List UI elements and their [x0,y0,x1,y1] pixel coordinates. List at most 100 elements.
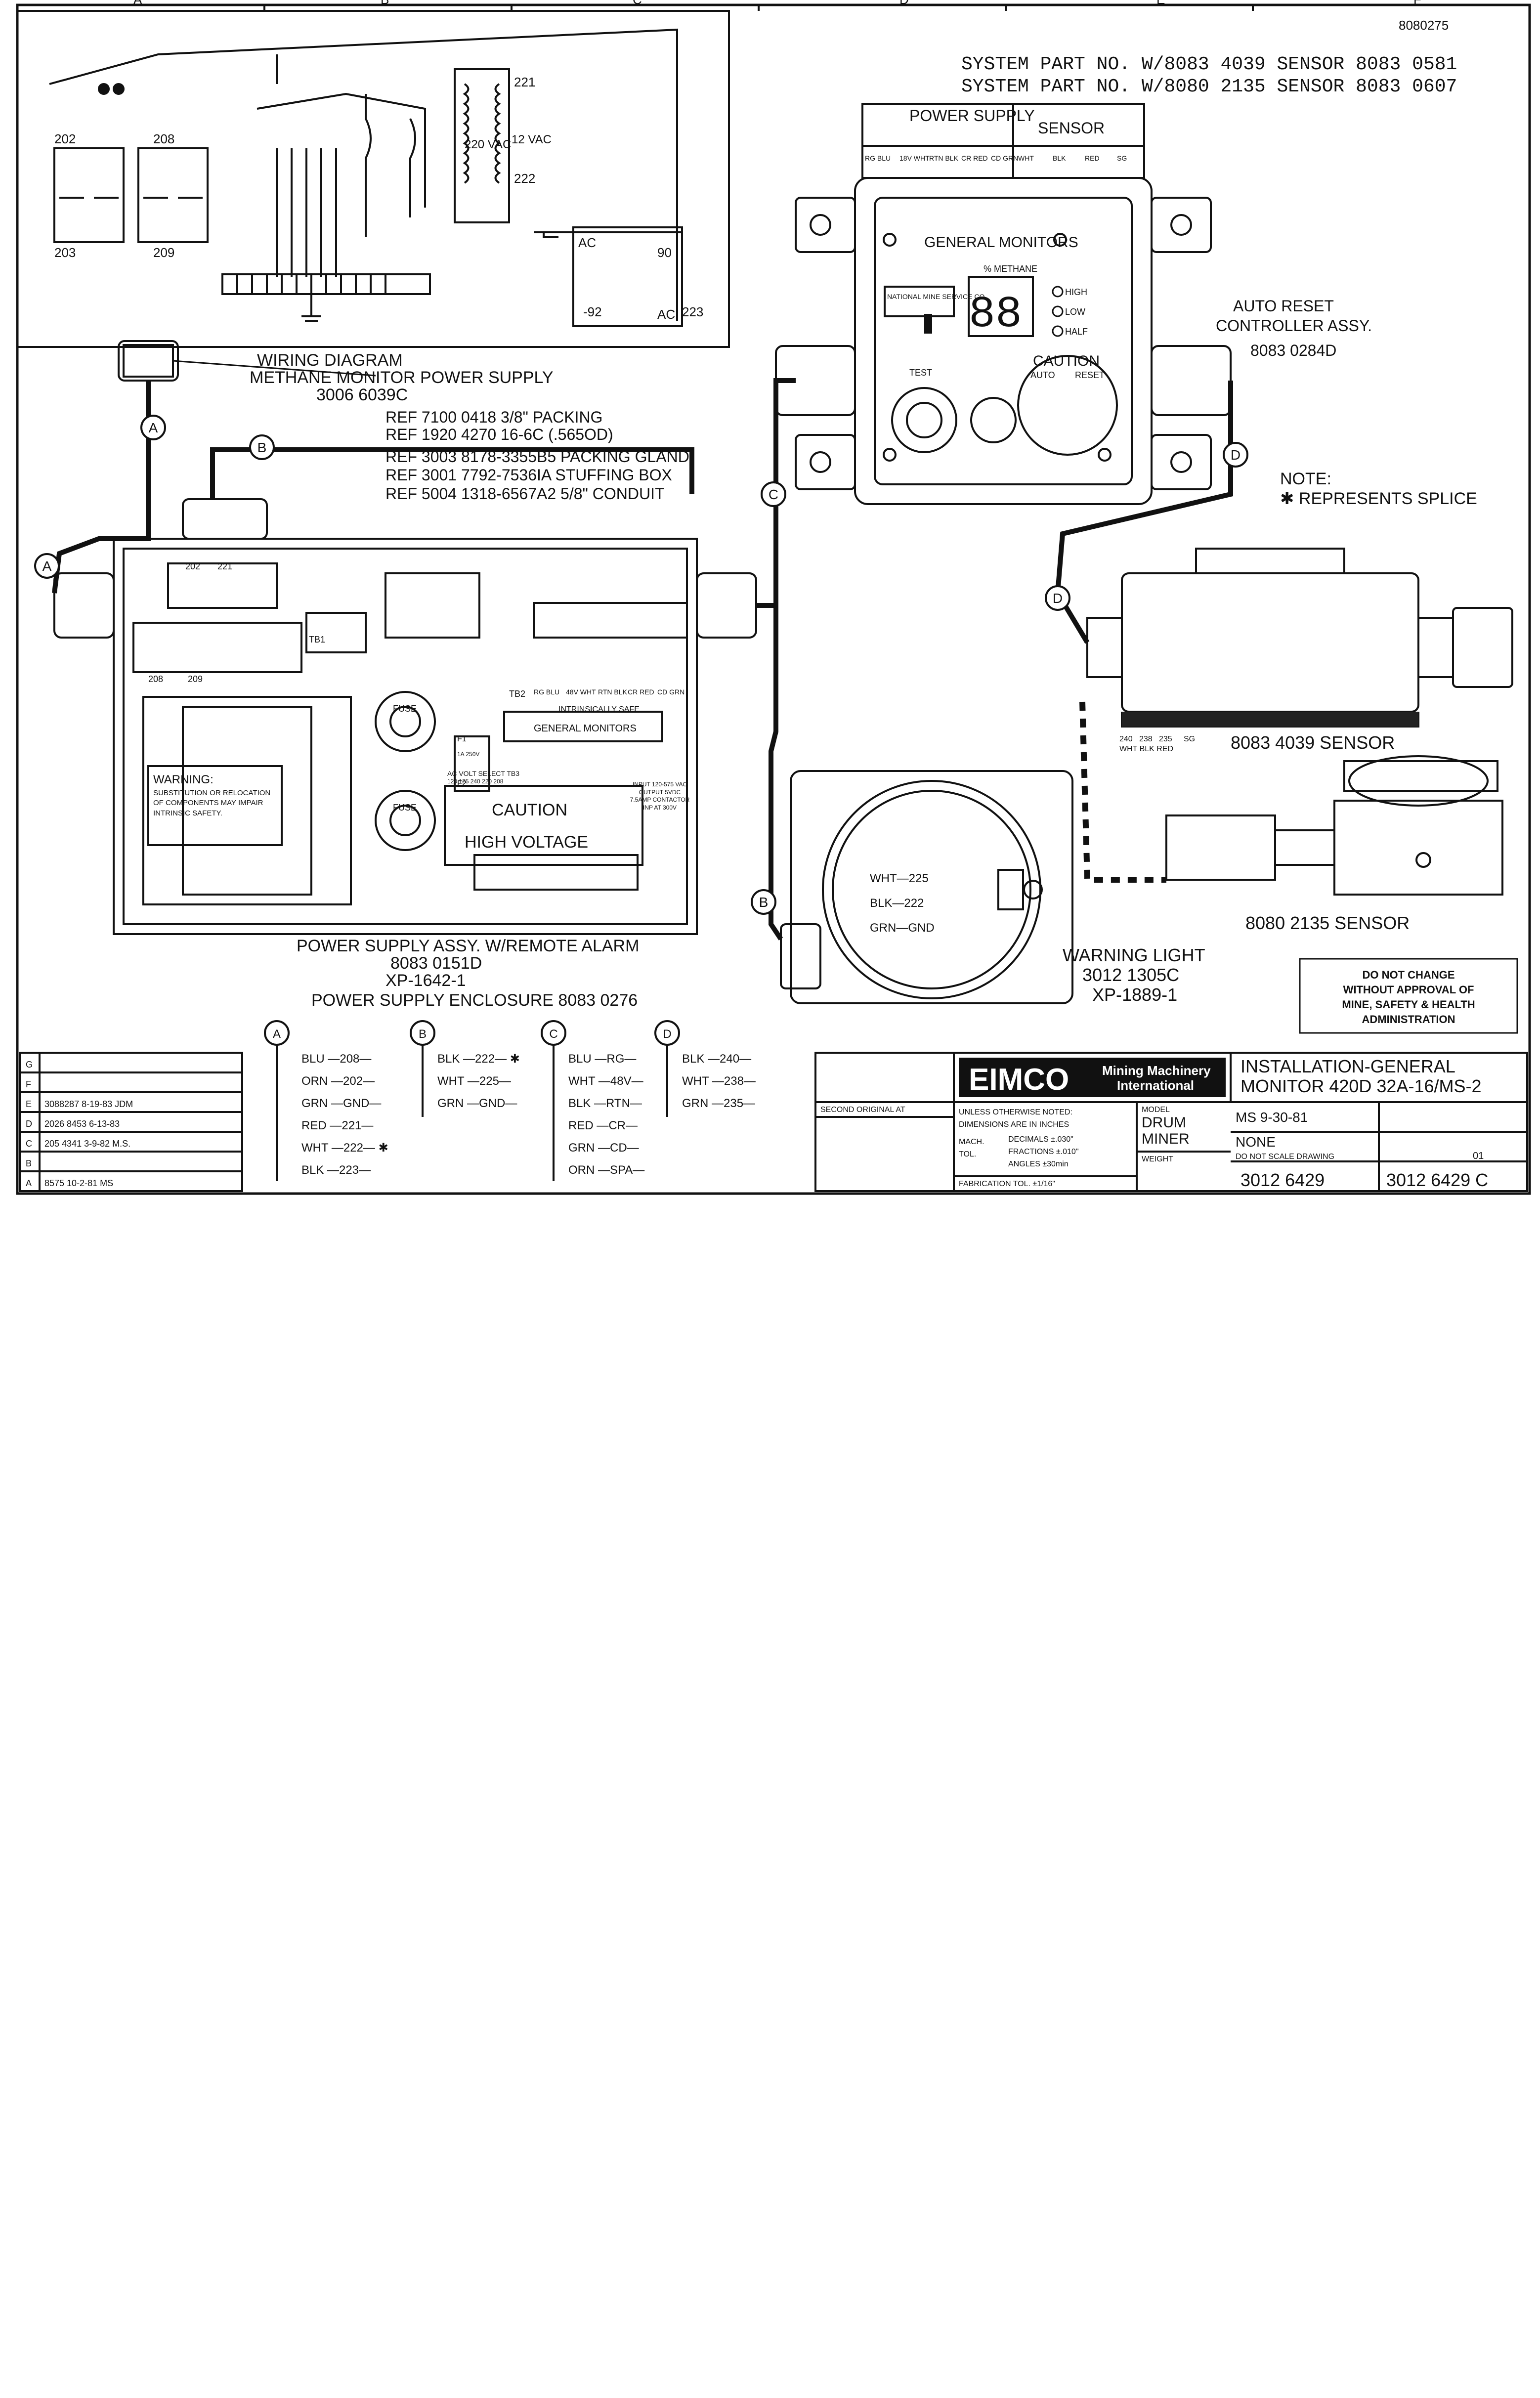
sensor-4039-label: 8083 4039 SENSOR [1231,732,1395,753]
note-title: NOTE: [1280,470,1331,488]
table-a-row-6: BLK —223— [301,1163,371,1177]
scale-value: NONE [1236,1134,1276,1150]
cable-tag-a-top: A [149,420,158,435]
rev-c-letter: C [26,1139,32,1149]
cable-tag-a-left: A [43,558,52,574]
do-not-change-4: ADMINISTRATION [1362,1013,1455,1026]
rev-a-letter: A [26,1178,32,1188]
ps-part: 8083 0151D [390,954,482,973]
wl-wire-grn: GRN—GND [870,921,935,935]
ps-caution: CAUTION [492,801,567,819]
ps-ac-options: 120 125 240 220 208 [447,778,504,785]
rev-c-text: 205 4341 3-9-82 M.S. [44,1139,130,1149]
tol-fractions: FRACTIONS ±.010" [1008,1148,1079,1156]
grid-letter-d: D [899,0,909,7]
sensor-colors: WHT BLK RED [1119,745,1173,753]
sensor-term-235: 235 [1159,735,1172,743]
ps-tb2-term-2: 48V WHT [566,688,596,696]
do-not-change-1: DO NOT CHANGE [1363,969,1455,981]
corner-ref: 8080275 [1399,18,1449,33]
wiring-title-1: WIRING DIAGRAM [257,351,403,370]
cable-tag-d-top: D [1231,447,1241,463]
no-scale: DO NOT SCALE DRAWING [1236,1153,1334,1161]
table-d-row-3: GRN —235— [682,1097,755,1110]
table-a-row-2: ORN —202— [301,1074,375,1088]
table-a-row-4: RED —221— [301,1119,373,1132]
table-a-row-3: GRN —GND— [301,1097,381,1110]
company-sub-1: Mining Machinery [1102,1063,1211,1078]
ps-f2: F2 [457,779,467,788]
ps-tb2-label: TB2 [509,689,525,699]
eimco-logo-bg [959,1058,1226,1097]
ps-gm-plate: GENERAL MONITORS [534,723,637,734]
table-d-tag: D [663,1028,671,1041]
wiring-diagram-box [16,10,730,348]
table-b-row-3: GRN —GND— [437,1097,517,1110]
weight-label: WEIGHT [1142,1155,1173,1163]
ps-tb1-202: 202 [185,561,200,571]
drawing-sheet: A B C D E F 8080275 SYSTEM PART NO. W/80… [16,0,1531,1195]
table-b-tag: B [419,1028,427,1041]
table-c-row-2: WHT —48V— [568,1074,643,1088]
label-221: 221 [514,75,535,89]
label-203: 203 [54,245,76,260]
table-d-row-1: BLK —240— [682,1052,751,1066]
ctrl-term-5: CD GRN [991,154,1018,162]
label-92: -92 [583,304,602,319]
cable-tag-d-lower: D [1053,591,1063,606]
reset-label: RESET [1075,370,1105,380]
company-name: EIMCO [969,1063,1069,1097]
warning-light-part: 3012 1305C [1082,965,1179,985]
table-b-row-2: WHT —225— [437,1074,511,1088]
ps-fuse-2: FUSE [393,803,417,813]
company-sub-2: International [1117,1078,1194,1093]
table-b-row-1: BLK —222— ✱ [437,1052,520,1066]
label-12vac: 12 VAC [512,133,552,146]
table-c-row-4: RED —CR— [568,1119,638,1132]
grid-letter-b: B [381,0,389,7]
fab-tol: FABRICATION TOL. ±1/16" [959,1180,1055,1188]
part-number: 3012 6429 [1241,1170,1325,1190]
ps-tb1-208: 208 [148,674,163,684]
ps-title: POWER SUPPLY ASSY. W/REMOTE ALARM [297,937,639,955]
ctrl-term-3: RTN BLK [929,154,959,162]
ref-line-1: REF 7100 0418 3/8" PACKING [385,408,602,426]
tol-label: TOL. [959,1150,976,1158]
controller-part: 8083 0284D [1250,342,1336,359]
rev-g-letter: G [26,1060,33,1070]
drawing-title-2: MONITOR 420D 32A-16/MS-2 [1241,1076,1482,1096]
ps-enclosure: POWER SUPPLY ENCLOSURE 8083 0276 [311,991,638,1010]
label-ac-bottom: AC [657,307,675,322]
cable-tag-b-top: B [257,440,267,455]
label-222: 222 [514,171,535,186]
mine-service-label: NATIONAL MINE SERVICE CO. [887,293,986,300]
second-original: SECOND ORIGINAL AT [820,1106,905,1114]
ref-line-2: REF 1920 4270 16-6C (.565OD) [385,426,613,443]
controller-brand: GENERAL MONITORS [924,234,1078,251]
rev-d-letter: D [26,1119,32,1129]
ctrl-term-4: CR RED [961,154,988,162]
cable-tag-c: C [769,487,778,502]
tol-decimals: DECIMALS ±.030" [1008,1135,1073,1144]
rev-f-letter: F [26,1079,31,1089]
ps-tb2-term-5: CD GRN [657,688,684,696]
ps-tb1-label: TB1 [309,635,325,644]
drawn-date: MS 9-30-81 [1236,1110,1308,1125]
unless-noted: UNLESS OTHERWISE NOTED: [959,1108,1072,1116]
warning-light-title: WARNING LIGHT [1063,945,1205,965]
wiring-title-3: 3006 6039C [316,385,408,404]
ps-high-voltage: HIGH VOLTAGE [465,833,588,852]
outer-frame [16,3,1531,1195]
ps-fuse-rating: 1A 250V [457,751,479,758]
wl-wire-blk: BLK—222 [870,897,924,910]
sensor-term-sg: SG [1184,735,1195,743]
grid-letter-c: C [633,0,642,7]
do-not-change-box [1299,958,1518,1034]
sensor-term-238: 238 [1139,735,1153,743]
mach-label: MACH. [959,1138,984,1146]
label-220vac: 220 VAC [465,138,511,151]
controller-caution: CAUTION [1033,353,1100,369]
drawing-title-1: INSTALLATION-GENERAL [1241,1056,1455,1076]
model-value: DRUM MINER [1142,1114,1190,1147]
ctrl-term-8: RED [1085,154,1100,162]
